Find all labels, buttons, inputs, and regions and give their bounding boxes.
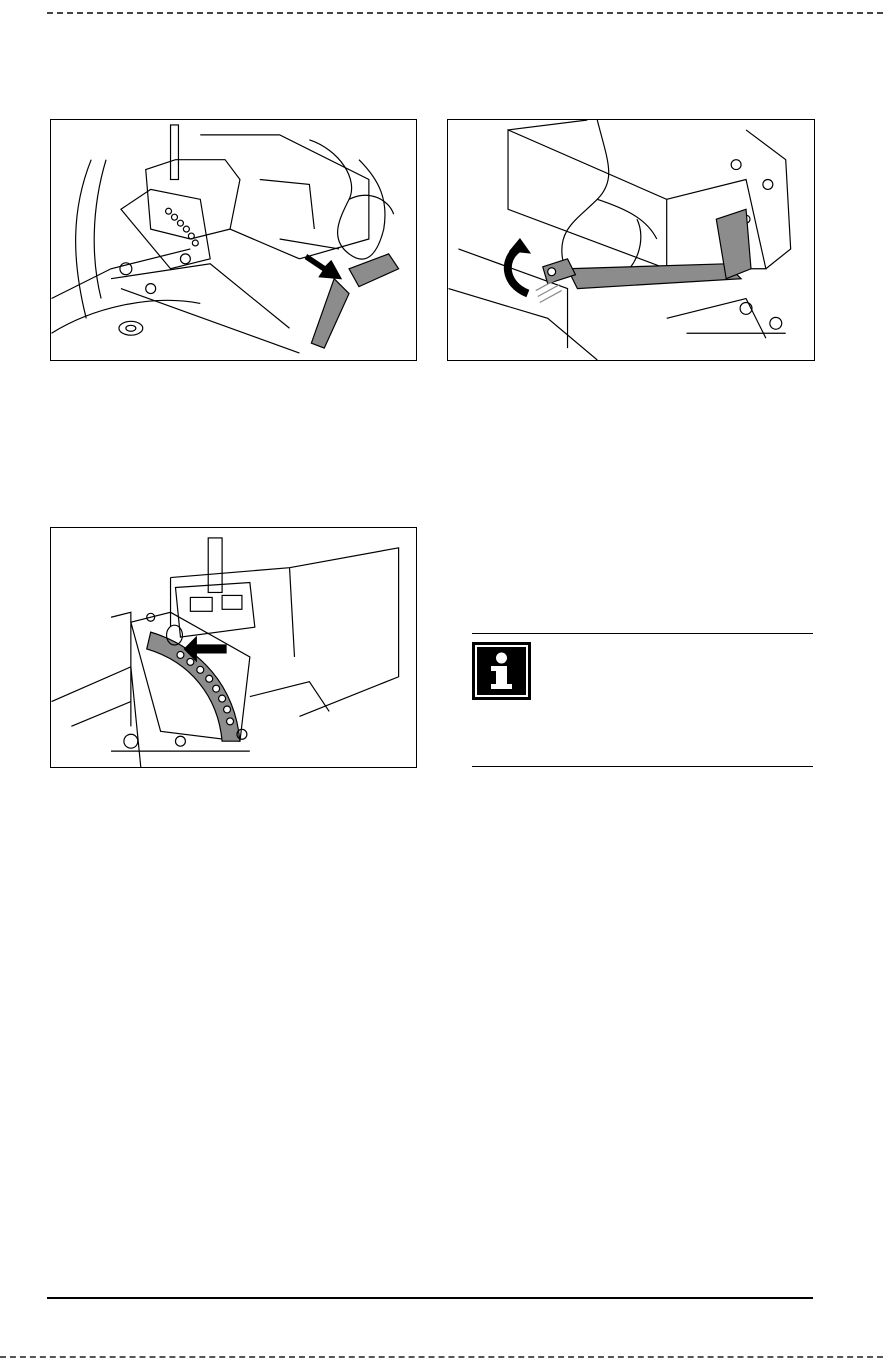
note-bottom-rule: [472, 766, 813, 767]
wrench-adjustment-illustration: [448, 120, 814, 360]
pin-sector-illustration: [51, 528, 416, 767]
note-top-rule: [472, 633, 813, 634]
note-box: [472, 633, 813, 767]
figure-wrench-adjustment: [447, 119, 815, 361]
info-icon: [472, 642, 531, 700]
bottom-edge-rule: [0, 1356, 883, 1358]
crank-handle-illustration: [51, 120, 416, 360]
top-edge-rule: [47, 12, 883, 14]
figure-crank-handle: [50, 119, 417, 361]
footer-rule: [47, 1297, 813, 1299]
figure-pin-sector: [50, 527, 417, 768]
